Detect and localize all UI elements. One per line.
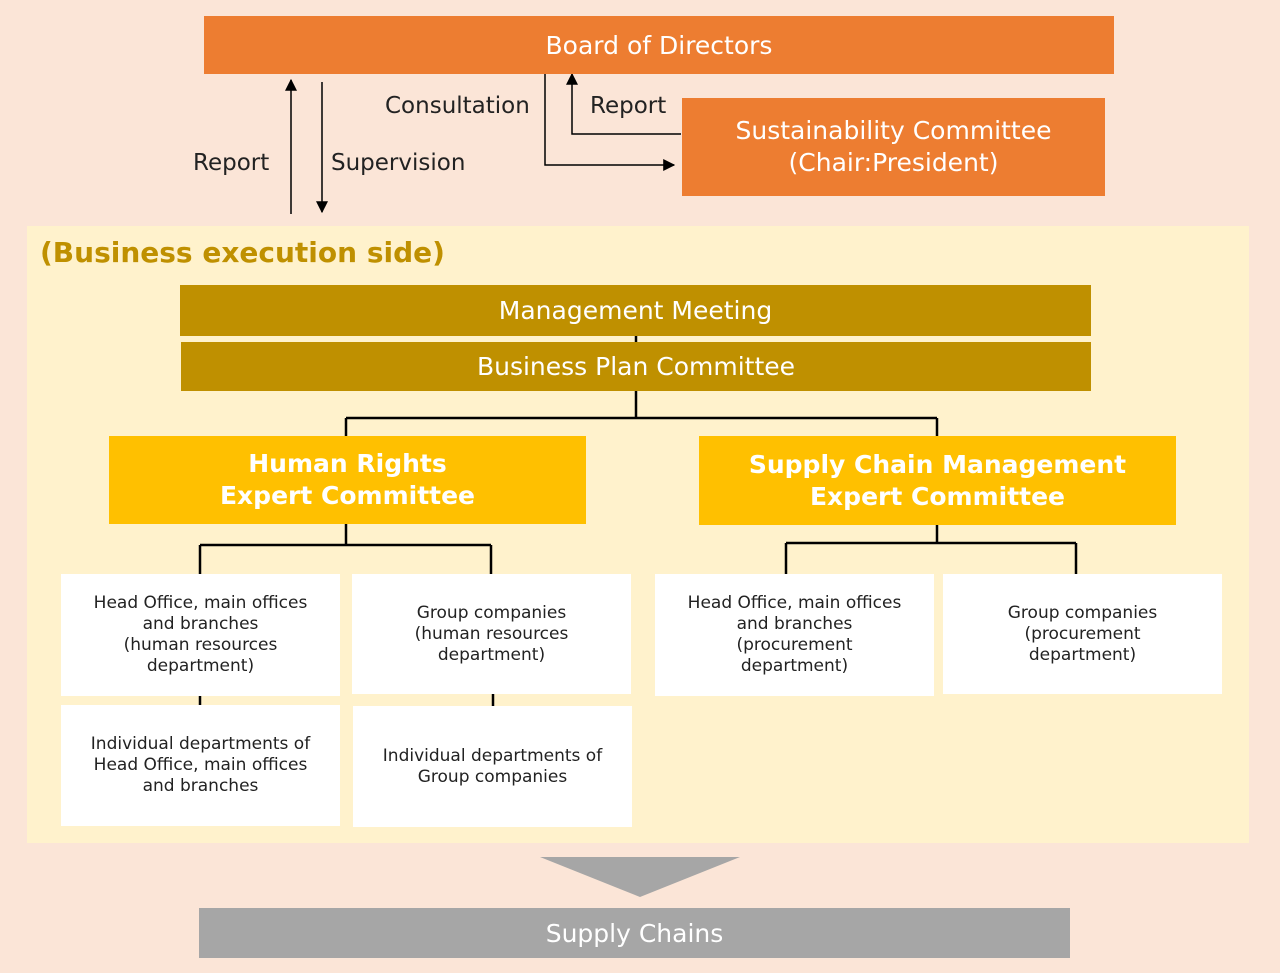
- sc-head-office-box: Head Office, main offices and branches (…: [655, 574, 934, 696]
- hr-individual-head-label: Individual departments of Head Office, m…: [90, 734, 311, 796]
- hr-group-companies-label: Group companies (human resources departm…: [414, 602, 569, 665]
- hr-individual-head-box: Individual departments of Head Office, m…: [61, 705, 340, 826]
- report-label-left: Report: [193, 150, 270, 176]
- sc-head-office-label: Head Office, main offices and branches (…: [687, 593, 902, 676]
- supply-chains-label: Supply Chains: [545, 918, 724, 948]
- hr-individual-group-label: Individual departments of Group companie…: [382, 745, 603, 787]
- board-label: Board of Directors: [545, 30, 773, 60]
- supervision-label: Supervision: [331, 150, 466, 176]
- supply-chains: Supply Chains: [199, 908, 1070, 958]
- business-plan-committee: Business Plan Committee: [181, 342, 1091, 391]
- consultation-arrow: [544, 74, 676, 171]
- business-execution-title: (Business execution side): [40, 236, 445, 269]
- business-plan-label: Business Plan Committee: [476, 352, 796, 381]
- consultation-label: Consultation: [385, 93, 530, 119]
- sc-group-companies-label: Group companies (procurement department): [1007, 602, 1158, 665]
- sustainability-label: Sustainability Committee (Chair:Presiden…: [735, 116, 1052, 177]
- supply-chain-expert-committee: Supply Chain Management Expert Committee: [699, 436, 1176, 525]
- hr-head-office-label: Head Office, main offices and branches (…: [93, 593, 308, 676]
- supply-chain-label: Supply Chain Management Expert Committee: [748, 449, 1127, 511]
- human-rights-expert-committee: Human Rights Expert Committee: [109, 436, 586, 524]
- management-meeting: Management Meeting: [180, 285, 1091, 336]
- hr-individual-group-box: Individual departments of Group companie…: [353, 706, 632, 827]
- sustainability-committee: Sustainability Committee (Chair:Presiden…: [682, 98, 1105, 196]
- report-arrow-top: [566, 72, 681, 135]
- human-rights-label: Human Rights Expert Committee: [219, 449, 476, 510]
- hr-group-companies-box: Group companies (human resources departm…: [352, 574, 631, 694]
- report-label-top: Report: [590, 93, 667, 119]
- board-of-directors: Board of Directors: [204, 16, 1114, 74]
- management-meeting-label: Management Meeting: [498, 296, 773, 325]
- sc-group-companies-box: Group companies (procurement department): [943, 574, 1222, 694]
- down-arrow-icon: [540, 857, 740, 897]
- hr-head-office-box: Head Office, main offices and branches (…: [61, 574, 340, 696]
